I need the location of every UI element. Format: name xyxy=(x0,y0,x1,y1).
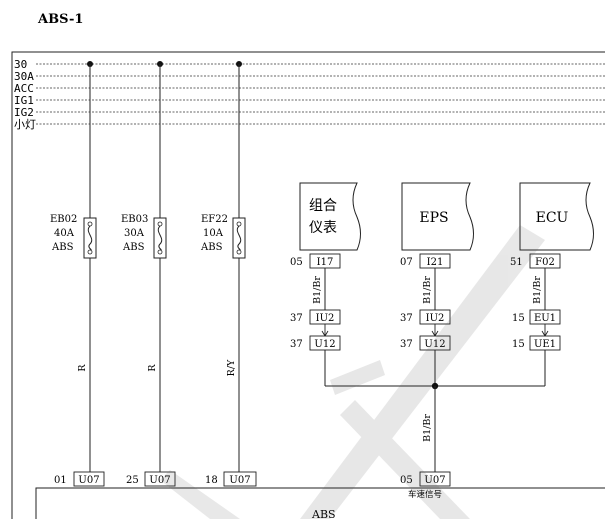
speed-signal-bus: B1/Br 05 U07 车速信号 xyxy=(325,382,545,500)
rail-30a: 30A xyxy=(14,70,605,83)
connector-box xyxy=(73,471,105,487)
wire-color-label: B1/Br xyxy=(532,276,543,304)
fuse-rating: 10A xyxy=(203,228,224,239)
wire-color-label: R/Y xyxy=(226,359,237,376)
rail-label: ACC xyxy=(14,82,34,95)
mating-arrow xyxy=(431,324,439,337)
pin-number: 01 xyxy=(54,475,67,486)
connector-id: IU2 xyxy=(426,313,445,324)
fuse-symbol xyxy=(83,217,97,259)
fuse-branch-eb02: EB02 40A ABS R 01 U07 xyxy=(50,61,105,487)
wire-color-label: B1/Br xyxy=(422,276,433,304)
module-ecu: ECU 51 F02 B1/Br 15 EU1 15 UE1 xyxy=(510,182,594,386)
diagram-frame xyxy=(11,51,605,519)
rail-ig2: IG2 xyxy=(14,106,605,119)
fuse-rating: 30A xyxy=(124,228,145,239)
rail-label: IG2 xyxy=(14,106,34,119)
fuse-id: EB03 xyxy=(121,214,148,225)
signal-label: 车速信号 xyxy=(408,489,442,500)
pin-number: 37 xyxy=(400,313,413,324)
pin-number: 37 xyxy=(400,339,413,350)
fuse-id: EB02 xyxy=(50,214,77,225)
connector-box xyxy=(419,471,451,487)
power-rails: 30 30A ACC IG1 IG2 小灯 xyxy=(14,58,605,131)
rail-label: 30A xyxy=(14,70,34,83)
connector-id: U12 xyxy=(314,339,335,350)
connector-id: IU2 xyxy=(316,313,335,324)
fuse-symbol xyxy=(232,217,246,259)
module-name: 组合 xyxy=(309,198,337,214)
pin-number: 51 xyxy=(510,257,523,268)
rail-acc: ACC xyxy=(14,82,605,95)
fuse-branch-ef22: EF22 10A ABS R/Y 18 U07 xyxy=(200,61,257,487)
connector-id: U12 xyxy=(424,339,445,350)
connector-id: U07 xyxy=(229,475,250,486)
connector-id: U07 xyxy=(424,475,445,486)
pin-number: 37 xyxy=(290,339,303,350)
wire-color-label: B1/Br xyxy=(422,414,433,442)
connector-box xyxy=(223,471,257,487)
wire-color-label: R xyxy=(77,364,88,372)
fuse-symbol xyxy=(153,217,167,259)
fuse-circuit: ABS xyxy=(200,242,223,253)
pin-number: 05 xyxy=(290,257,303,268)
pin-number: 05 xyxy=(400,475,413,486)
connector-id: I21 xyxy=(427,257,444,268)
fuse-branch-eb03: EB03 30A ABS R 25 U07 xyxy=(121,61,176,487)
watermark xyxy=(160,225,545,519)
page-title: ABS-1 xyxy=(37,12,83,27)
module-box xyxy=(401,182,474,251)
pin-number: 15 xyxy=(512,339,525,350)
rail-label: 30 xyxy=(14,58,27,71)
wire-color-label: B1/Br xyxy=(312,276,323,304)
fuse-circuit: ABS xyxy=(51,242,74,253)
abs-unit: ABS xyxy=(35,487,605,519)
wire-color-label: R xyxy=(147,364,158,372)
fuse-circuit: ABS xyxy=(122,242,145,253)
abs-unit-box xyxy=(35,487,605,519)
rail-label: IG1 xyxy=(14,94,34,107)
pin-number: 25 xyxy=(126,475,139,486)
mating-arrow xyxy=(541,324,549,337)
module-name: ECU xyxy=(536,210,569,226)
rail-30: 30 xyxy=(14,58,605,71)
module-box xyxy=(299,182,361,251)
module-name: 仪表 xyxy=(309,220,337,236)
fuse-id: EF22 xyxy=(201,214,228,225)
connector-id: U07 xyxy=(149,475,170,486)
connector-id: F02 xyxy=(535,257,555,268)
mating-arrow xyxy=(321,324,329,337)
connector-box xyxy=(144,471,176,487)
module-instrument-cluster: 组合 仪表 05 I17 B1/Br 37 IU2 37 U12 xyxy=(290,182,361,386)
module-name: EPS xyxy=(419,210,448,226)
connector-id: U07 xyxy=(78,475,99,486)
module-eps: EPS 07 I21 B1/Br 37 IU2 37 U12 xyxy=(400,182,474,386)
connector-id: EU1 xyxy=(534,313,556,324)
fuse-rating: 40A xyxy=(54,228,75,239)
abs-unit-label: ABS xyxy=(311,508,336,519)
pin-number: 18 xyxy=(205,475,218,486)
pin-number: 37 xyxy=(290,313,303,324)
pin-number: 15 xyxy=(512,313,525,324)
rail-label: 小灯 xyxy=(14,118,36,131)
connector-id: I17 xyxy=(317,257,334,268)
module-box xyxy=(519,182,594,251)
rail-small-lamp: 小灯 xyxy=(14,118,605,131)
connector-id: UE1 xyxy=(534,339,556,350)
rail-ig1: IG1 xyxy=(14,94,605,107)
pin-number: 07 xyxy=(400,257,413,268)
